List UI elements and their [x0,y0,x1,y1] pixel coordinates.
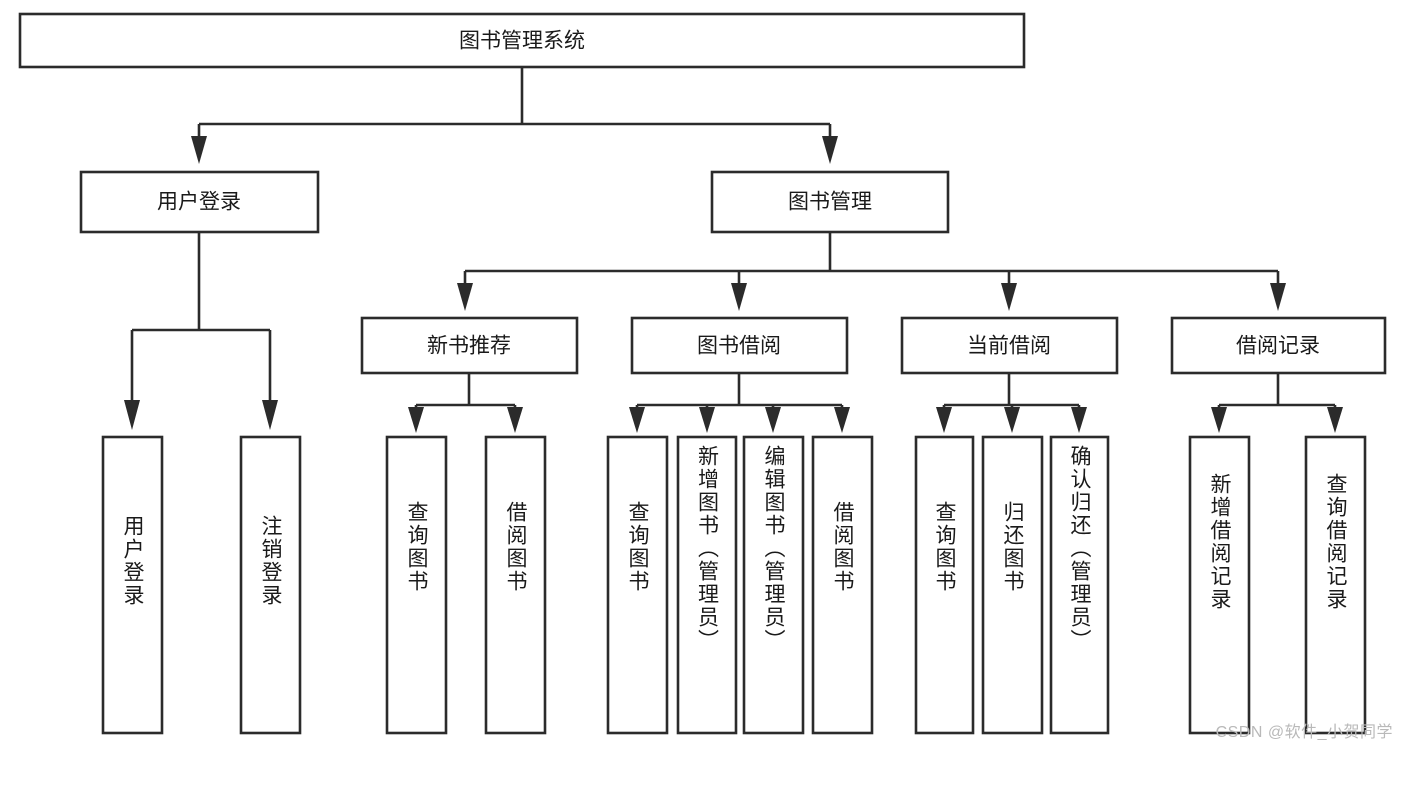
arrow-head-bookmgmt-3 [1001,283,1017,311]
connector-group-book-management [457,232,1286,311]
leaf-box-user-login[interactable] [101,435,164,735]
leaf-box-logout[interactable] [239,435,302,735]
node-current-borrow-label: 当前借阅 [967,335,1051,358]
leaf-box-add-book-admin[interactable] [676,435,738,735]
arrow-head-root-2 [822,136,838,164]
connector-group-new-book-rec [408,373,523,433]
node-book-borrow-label: 图书借阅 [697,335,781,358]
arrow-head-bookmgmt-4 [1270,283,1286,311]
arrow-head-currentborrow-1 [936,407,952,433]
node-root-system[interactable]: 图书管理系统 [18,12,1026,69]
arrow-head-bookborrow-3 [765,407,781,433]
arrow-head-newbook-1 [408,407,424,433]
arrow-head-bookmgmt-1 [457,283,473,311]
leaf-box-add-borrow-record[interactable] [1188,435,1251,735]
leaf-box-return-book[interactable] [981,435,1044,735]
connector-group-user-login [124,232,278,430]
flowchart-diagram: 图书管理系统 用户登录 图书管理 新书推荐 图书借阅 当前借阅 借阅记录 [18,12,1393,741]
leaf-boxes-group [101,435,1367,735]
leaf-box-query-borrow-record[interactable] [1304,435,1367,735]
arrow-head-currentborrow-2 [1004,407,1020,433]
diagram-canvas: 图书管理系统 用户登录 图书管理 新书推荐 图书借阅 当前借阅 借阅记录 [18,12,1387,735]
node-new-book-recommend-label: 新书推荐 [427,335,511,358]
leaf-box-query-book-current[interactable] [914,435,975,735]
arrow-head-bookborrow-2 [699,407,715,433]
csdn-watermark: CSDN @软件_小贺同学 [1215,724,1393,741]
node-user-login-label: 用户登录 [157,191,241,214]
arrow-head-userlogin-2 [262,400,278,430]
arrow-head-bookborrow-4 [834,407,850,433]
node-borrow-record-box [1170,316,1387,375]
node-book-management-box [710,170,950,234]
node-new-book-recommend[interactable]: 新书推荐 [360,316,579,375]
arrow-head-bookborrow-1 [629,407,645,433]
connector-group-root [191,67,838,164]
node-root-box [18,12,1026,69]
connector-group-current-borrow [936,373,1087,433]
node-book-management[interactable]: 图书管理 [710,170,950,234]
leaf-box-borrow-book-rec[interactable] [484,435,547,735]
connector-group-borrow-record [1211,373,1343,433]
node-book-management-label: 图书管理 [788,191,872,214]
leaf-box-edit-book-admin[interactable] [742,435,805,735]
leaf-box-query-book-rec[interactable] [385,435,448,735]
arrow-head-borrowrecord-1 [1211,407,1227,433]
node-new-book-recommend-box [360,316,579,375]
arrow-head-userlogin-1 [124,400,140,430]
arrow-head-bookmgmt-2 [731,283,747,311]
node-book-borrow[interactable]: 图书借阅 [630,316,849,375]
node-current-borrow[interactable]: 当前借阅 [900,316,1119,375]
arrow-head-root-1 [191,136,207,164]
node-user-login[interactable]: 用户登录 [79,170,320,234]
node-borrow-record-label: 借阅记录 [1236,335,1320,358]
leaf-box-borrow-book[interactable] [811,435,874,735]
node-root-label: 图书管理系统 [459,30,585,53]
connector-group-book-borrow [629,373,850,433]
node-book-borrow-box [630,316,849,375]
node-borrow-record[interactable]: 借阅记录 [1170,316,1387,375]
arrow-head-newbook-2 [507,407,523,433]
arrow-head-borrowrecord-2 [1327,407,1343,433]
leaf-box-confirm-return-admin[interactable] [1049,435,1110,735]
leaf-box-query-book-borrow[interactable] [606,435,669,735]
node-user-login-box [79,170,320,234]
arrow-head-currentborrow-3 [1071,407,1087,433]
node-current-borrow-box [900,316,1119,375]
